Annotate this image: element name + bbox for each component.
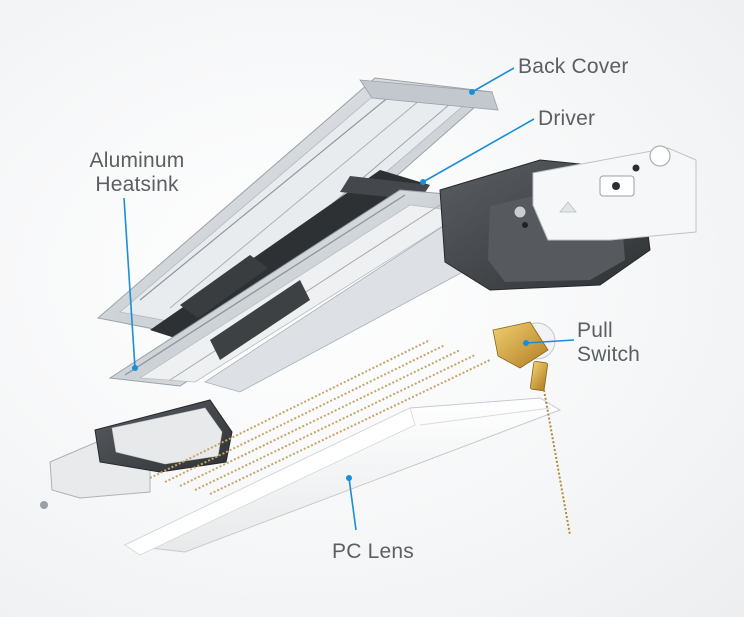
terminal-cover-part bbox=[532, 145, 697, 241]
left-end-plate bbox=[40, 399, 233, 509]
callout-driver bbox=[420, 118, 535, 185]
pc-lens-part bbox=[123, 397, 562, 556]
callout-aluminum-heatsink bbox=[123, 197, 138, 371]
pull-switch-label: Pull Switch bbox=[577, 319, 641, 366]
callout-back-cover bbox=[469, 67, 515, 95]
aluminum-heatsink-label: Aluminum Heatsink bbox=[89, 149, 185, 196]
callout-pull-switch bbox=[523, 339, 575, 346]
driver-label: Driver bbox=[538, 107, 596, 130]
pull-switch-part bbox=[492, 321, 571, 536]
callout-lines bbox=[123, 67, 575, 531]
pc-lens-label: PC Lens bbox=[332, 540, 414, 563]
callout-pc-lens bbox=[346, 475, 357, 531]
led-strips bbox=[149, 339, 491, 495]
back-cover-part bbox=[96, 77, 499, 341]
back-cover-label: Back Cover bbox=[518, 55, 629, 78]
